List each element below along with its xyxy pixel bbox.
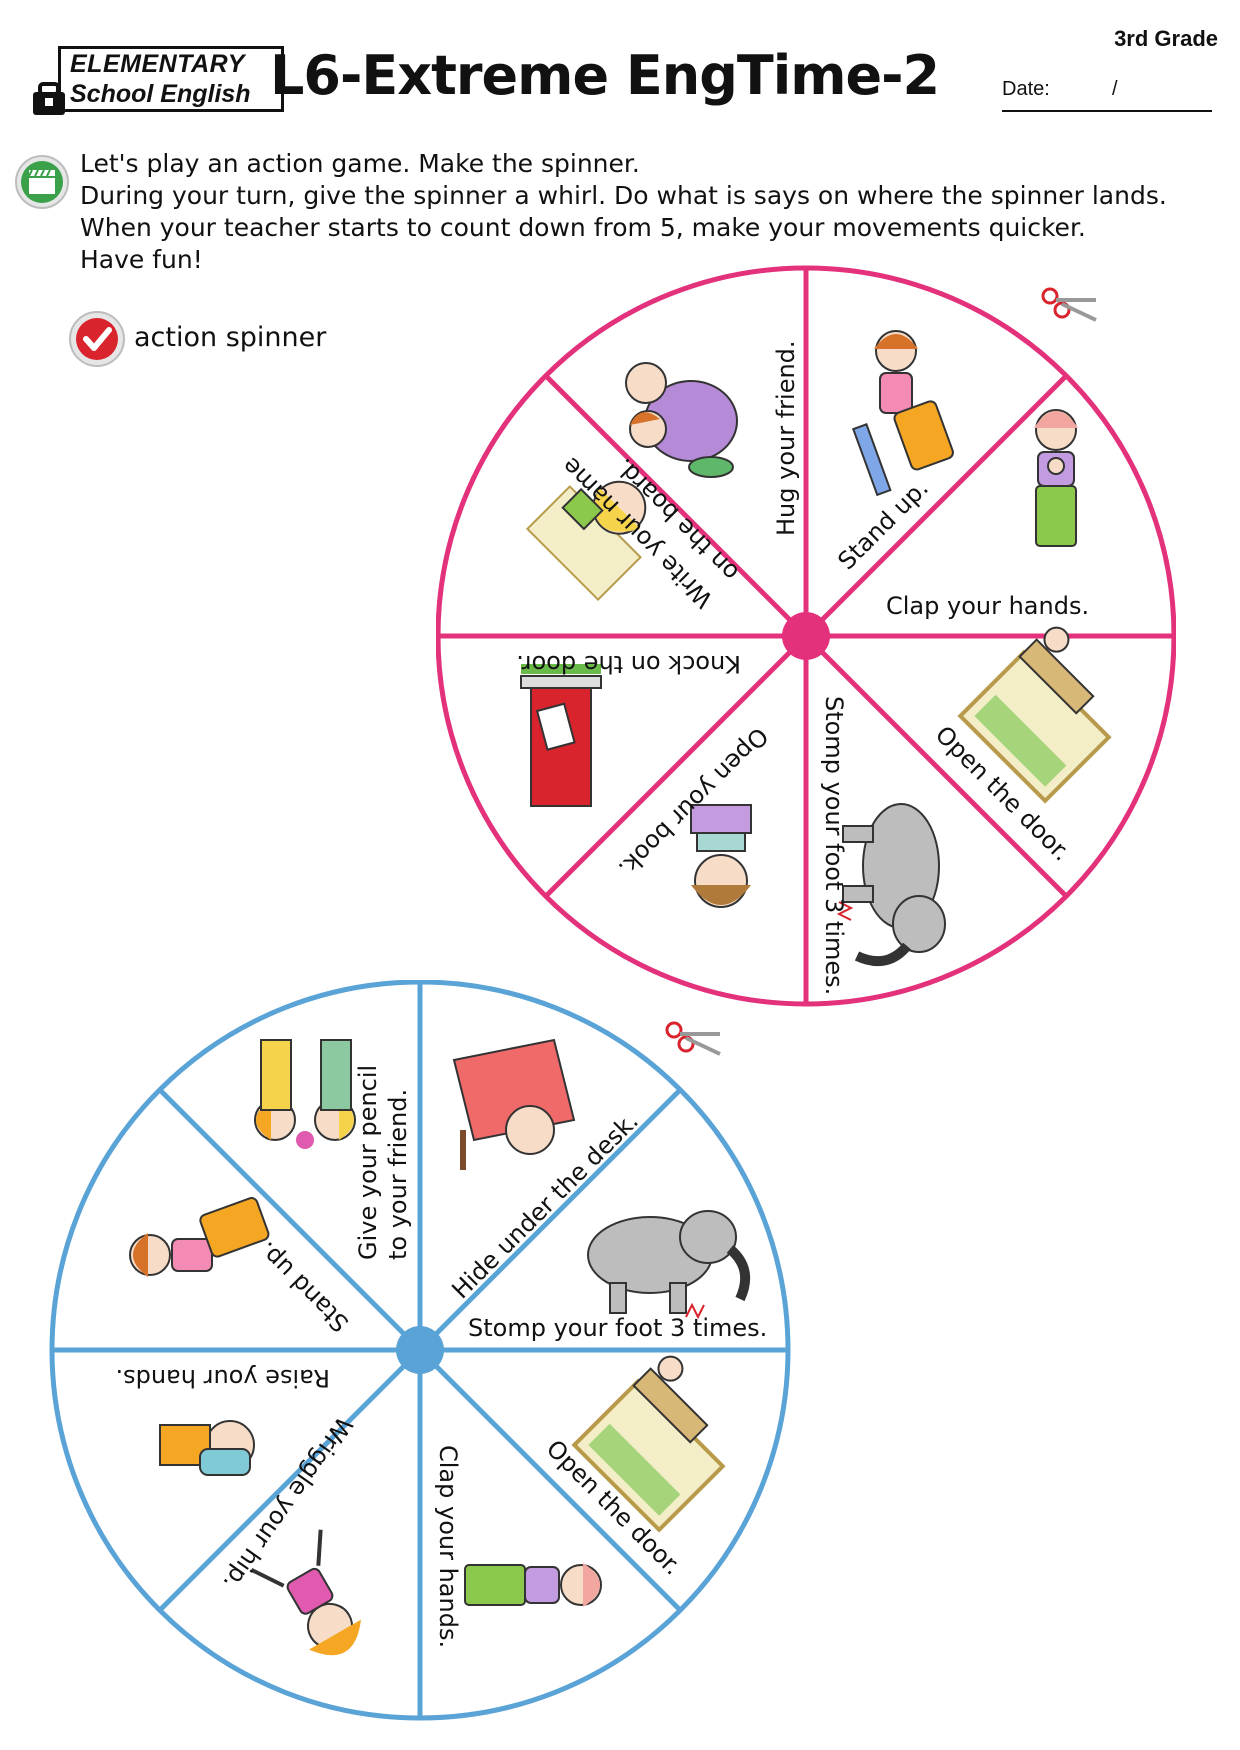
logo-frame: [58, 46, 284, 112]
spinner-blue-label-raise: Raise your hands.: [115, 1364, 330, 1392]
spinner-pink: Hug your friend. Stand up. Clap your han…: [436, 265, 1176, 1007]
elephant-picture: [836, 803, 946, 967]
clapperboard-icon: [15, 155, 69, 209]
spinner-pink-label-clap: Clap your hands.: [886, 592, 1089, 620]
child-under-desk-picture: [452, 1038, 576, 1170]
hugging-children-picture: [625, 362, 738, 478]
instruction-line: Have fun!: [80, 245, 203, 274]
child-reading-picture: [690, 804, 752, 908]
red-door-picture: [520, 664, 602, 807]
spinner-pink-label-knock: Knock on the door.: [516, 650, 741, 678]
logo-text-line1: ELEMENTARY: [70, 50, 245, 78]
spinner-pink-label-hug: Hug your friend.: [772, 340, 800, 536]
girl-standing-picture: [852, 330, 954, 497]
logo: ELEMENTARY School English: [30, 46, 284, 120]
spinner-pink-hub: [782, 612, 830, 660]
spinner-blue-label-give-2: to your friend.: [384, 1089, 412, 1260]
girl-clapping-picture: [1034, 409, 1078, 547]
child-raising-hands-picture: [159, 1420, 255, 1476]
child-writing-picture: [525, 480, 647, 602]
schoolbag-icon: [33, 82, 65, 115]
spinner-blue-label-stomp: Stomp your foot 3 times.: [468, 1314, 767, 1342]
checkmark-icon: [69, 311, 125, 367]
grade-label: 3rd Grade: [1114, 26, 1218, 51]
girl-standing-picture: [129, 1197, 270, 1277]
child-at-door-picture: [571, 1355, 726, 1533]
spinner-pink-dividers: [438, 268, 1174, 1004]
girl-dancing-picture: [250, 1529, 361, 1656]
materials-label: action spinner: [134, 322, 327, 353]
child-at-door-picture: [957, 626, 1112, 804]
elephant-picture: [587, 1210, 751, 1320]
spinner-blue-dividers: [52, 982, 788, 1718]
girl-clapping-picture: [464, 1563, 602, 1607]
instruction-line: During your turn, give the spinner a whi…: [80, 181, 1167, 210]
date-slash: /: [1112, 78, 1118, 100]
spinner-blue: Hide under the desk. Stomp your foot 3 t…: [49, 980, 791, 1721]
spinner-blue-label-clap: Clap your hands.: [434, 1445, 462, 1648]
instructions-text: Let's play an action game. Make the spin…: [80, 148, 1167, 276]
page-title: L6-Extreme EngTime-2: [270, 44, 940, 107]
scissors-icon: [665, 1021, 721, 1056]
children-sharing-picture: [254, 1039, 356, 1149]
date-label: Date:: [1002, 78, 1050, 100]
instruction-line: Let's play an action game. Make the spin…: [80, 149, 640, 178]
spinner-blue-hub: [396, 1326, 444, 1374]
spinner-blue-label-give-1: Give your pencil: [354, 1065, 382, 1260]
logo-text-line2: School English: [70, 80, 251, 108]
date-line: [1002, 110, 1212, 112]
spinner-pink-label-stomp: Stomp your foot 3 times.: [820, 696, 848, 995]
instruction-line: When your teacher starts to count down f…: [80, 213, 1086, 242]
scissors-icon: [1041, 287, 1097, 322]
